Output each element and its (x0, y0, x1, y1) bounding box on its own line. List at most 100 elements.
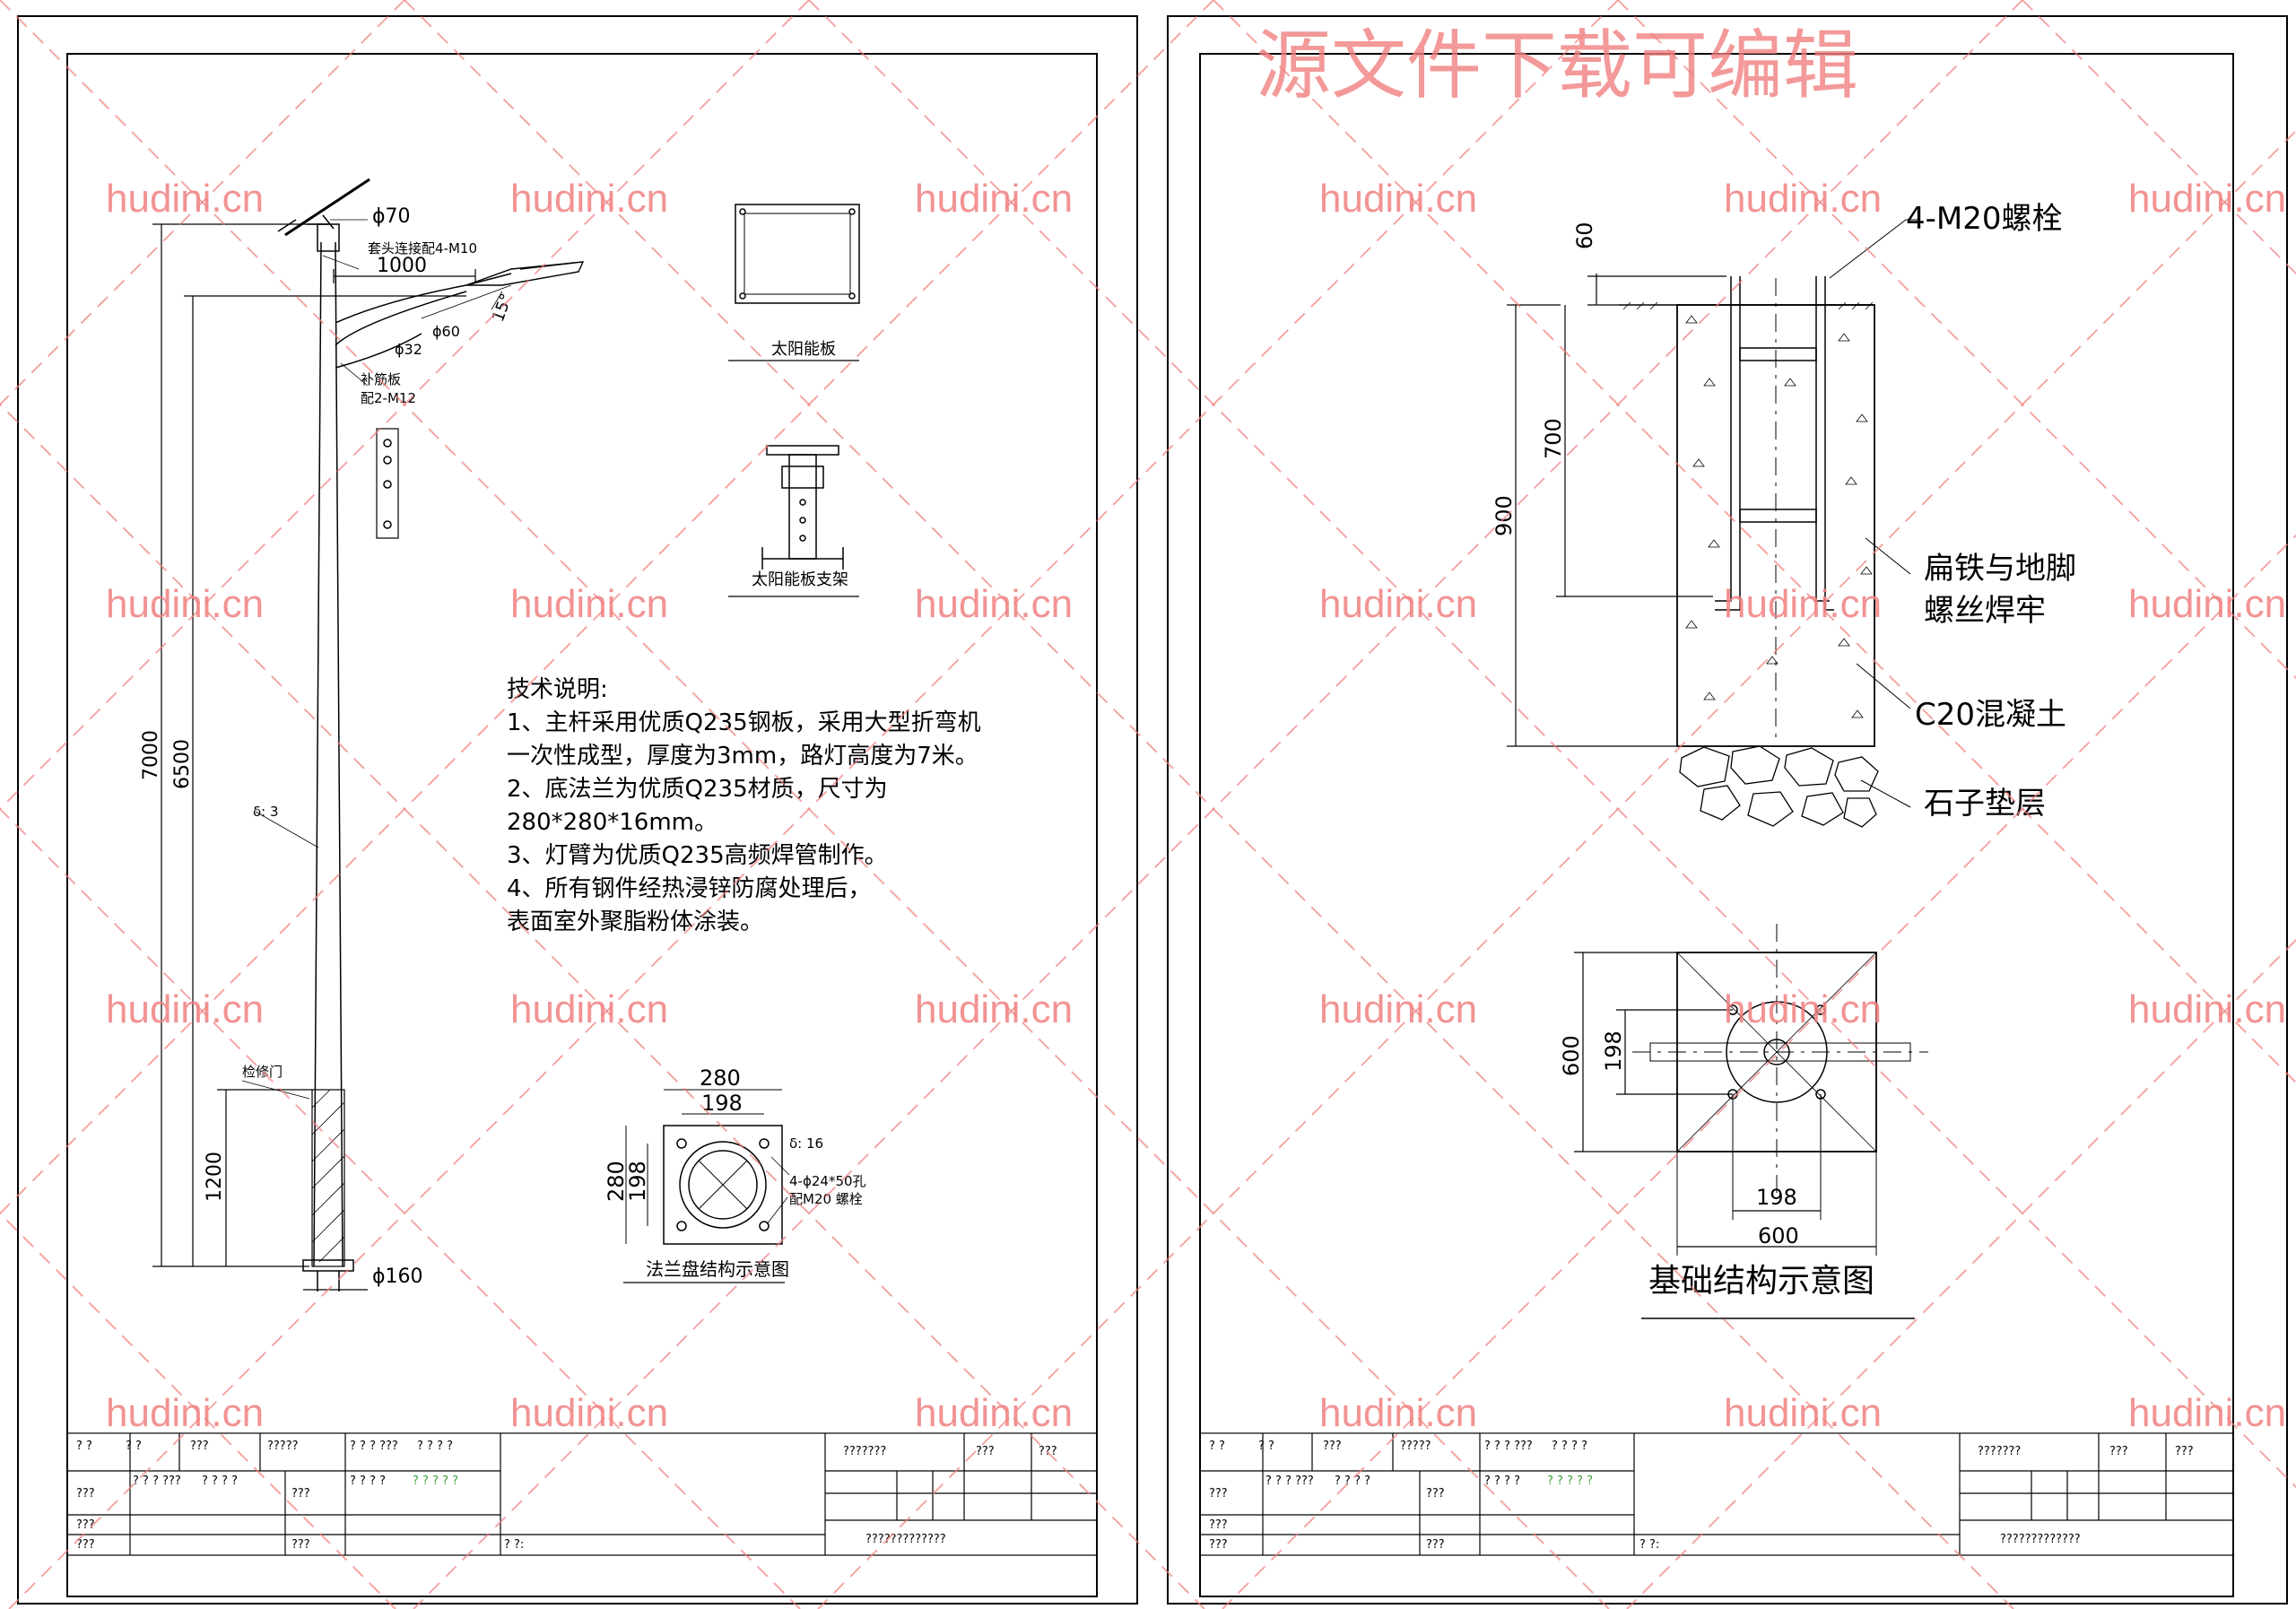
foundation-section (1619, 219, 1919, 828)
watermark-line (1617, 0, 2296, 680)
watermark-text-grid: hudini.cn hudini.cn hudini.cn hudini.cn hudi… (106, 177, 2286, 1435)
solar-panel-label: 太阳能板 (771, 340, 836, 359)
tb-cell: ? ? ? ??? (133, 1474, 181, 1488)
dim-bolt-top: 套头连接配4-M10 (368, 240, 477, 257)
tech-note-line: 一次性成型，厚度为3mm，路灯高度为7米。 (507, 743, 978, 770)
watermark-text: hudini.cn (1724, 1391, 1882, 1435)
watermark-line (0, 807, 801, 1609)
tb-cell: ? ? ? ? ? (413, 1474, 458, 1488)
watermark-text: hudini.cn (915, 1391, 1073, 1435)
tb-cell: ? ? ? ? (202, 1474, 238, 1488)
concrete-label: C20混凝土 (1915, 697, 2066, 733)
tb-cell: ??? (76, 1538, 95, 1552)
bolt-label: 4-M20螺栓 (1906, 201, 2063, 237)
tb-cell: ??? (2175, 1445, 2194, 1458)
tb-cell: ??? (291, 1538, 310, 1552)
tb-cell: ????? (267, 1439, 299, 1453)
watermark-line (0, 0, 810, 811)
tb-cell: ??? (1426, 1487, 1445, 1500)
dim-arm-length: 1000 (377, 255, 427, 277)
plan-w600: 600 (1758, 1223, 1799, 1248)
tech-note-line: 4、所有钢件经热浸锌防腐处理后， (507, 875, 872, 902)
tb-cell: ? ? ? ? (417, 1439, 453, 1453)
title-block-left-text: ? ? ? ? ??? ????? ? ? ? ??? ? ? ? ? ??? … (76, 1439, 1057, 1552)
title-block-right (1199, 1432, 2234, 1556)
tb-cell: ? ? ? ??? (350, 1439, 398, 1453)
tb-cell: ? ?: (1639, 1538, 1659, 1552)
tb-cell: ? ? (1209, 1439, 1225, 1453)
watermark-text: hudini.cn (2128, 582, 2286, 626)
weld-label-1: 扁铁与地脚 (1924, 551, 2076, 587)
flange-h198: 198 (625, 1161, 650, 1202)
watermark-text: hudini.cn (106, 987, 264, 1031)
tech-note-line: 2、底法兰为优质Q235材质，尺寸为 (507, 776, 888, 803)
foundation-plan-labels: 600 198 198 600 基础结构示意图 (1559, 1031, 1874, 1300)
watermark-text: hudini.cn (106, 177, 264, 221)
dim-60: 60 (1572, 222, 1597, 249)
tech-notes: 技术说明: 1、主杆采用优质Q235钢板，采用大型折弯机 一次性成型，厚度为3m… (507, 676, 981, 935)
watermark-text: hudini.cn (1319, 1391, 1477, 1435)
watermark-text: hudini.cn (915, 177, 1073, 221)
tb-cell: ??????? (843, 1445, 886, 1458)
watermark-line (0, 0, 1610, 1609)
door-label: 检修门 (242, 1064, 283, 1080)
watermark-text: hudini.cn (510, 1391, 668, 1435)
tb-cell: ? ? (126, 1439, 142, 1453)
tb-cell: ??? (1323, 1439, 1342, 1453)
tb-cell: ? ? ? ? ? (1547, 1474, 1593, 1488)
watermark-line (1222, 534, 2296, 1609)
tech-note-line: 表面室外聚脂粉体涂装。 (507, 909, 763, 935)
solar-bracket-drawing (728, 445, 859, 597)
watermark-text: hudini.cn (106, 582, 264, 626)
watermark-line (817, 129, 2296, 1609)
flange-labels: 280 198 280 198 δ: 16 4-ϕ24*50孔 配M20 螺栓 … (604, 1065, 866, 1280)
tb-cell: ??? (76, 1518, 95, 1532)
tb-cell: ??? (2109, 1445, 2128, 1458)
watermark-text: hudini.cn (1319, 177, 1477, 221)
tb-cell: ? ? ? ? (1335, 1474, 1370, 1488)
flange-w280: 280 (700, 1065, 741, 1091)
watermark-line (1213, 0, 2296, 1084)
flange-caption: 法兰盘结构示意图 (646, 1258, 789, 1280)
solar-bracket-label: 太阳能板支架 (752, 570, 848, 589)
dim-d60: ϕ60 (432, 323, 460, 340)
watermark-text: hudini.cn (510, 582, 668, 626)
plan-w198: 198 (1756, 1185, 1797, 1210)
watermark-text: hudini.cn (510, 987, 668, 1031)
watermark-line (404, 0, 2014, 1609)
watermark-text: hudini.cn (1319, 987, 1477, 1031)
tech-note-line: 3、灯臂为优质Q235高频焊管制作。 (507, 842, 888, 869)
left-sheet-frame (17, 15, 1138, 1605)
watermark-text: hudini.cn (1724, 582, 1882, 626)
tb-cell: ??? (76, 1487, 95, 1500)
tb-cell: ? ? ? ??? (1484, 1439, 1533, 1453)
plan-h600: 600 (1559, 1035, 1584, 1076)
flange-bolts: 配M20 螺栓 (789, 1191, 863, 1207)
flange-drawing (623, 1089, 790, 1283)
watermark-line (1626, 938, 2296, 1609)
watermark-line (2022, 0, 2296, 275)
pole-dimension-lines (152, 223, 476, 1291)
pole-labels: ϕ70 套头连接配4-M10 1000 15° ϕ32 ϕ60 补筋板 配2-M… (140, 205, 517, 1288)
tb-cell: ??????? (1978, 1445, 2021, 1458)
tech-note-line: 280*280*16mm。 (507, 809, 718, 836)
watermark-line (413, 0, 2023, 1609)
watermark-text: hudini.cn (510, 177, 668, 221)
tb-cell: ??? (291, 1487, 310, 1500)
tech-notes-heading: 技术说明: (507, 676, 608, 703)
tech-note-line: 1、主杆采用优质Q235钢板，采用大型折弯机 (507, 709, 981, 736)
dim-700: 700 (1541, 418, 1566, 459)
watermark-text: hudini.cn (915, 987, 1073, 1031)
dim-1200: 1200 (204, 1152, 226, 1202)
watermark-line (808, 0, 2296, 1489)
watermark-text: hudini.cn (2128, 177, 2286, 221)
dim-d32: ϕ32 (395, 341, 422, 358)
watermark-line (0, 1212, 396, 1609)
tb-cell: ??? (1426, 1538, 1445, 1552)
plate-note-1: 补筋板 (361, 371, 401, 387)
tb-cell: ??? (1209, 1538, 1228, 1552)
tb-cell: ??? (190, 1439, 209, 1453)
watermark-line (8, 0, 1619, 1609)
